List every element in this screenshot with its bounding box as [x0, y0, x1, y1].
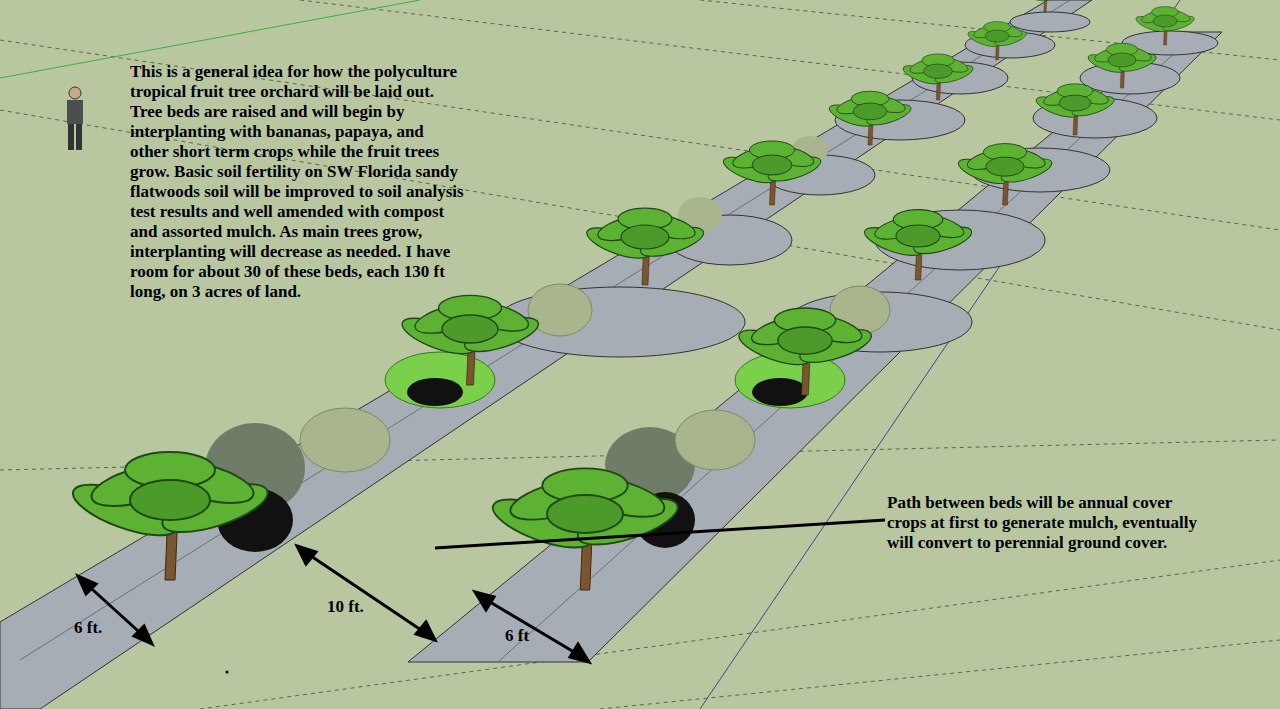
intro-note: Tree beds are raised and will begin by i… — [130, 102, 465, 302]
grid-line — [200, 560, 1280, 709]
dimension-line — [302, 550, 430, 636]
shrub — [675, 410, 755, 470]
dimension-line — [480, 596, 584, 658]
person-figure — [67, 87, 83, 150]
arrowhead — [570, 644, 589, 662]
tree — [827, 91, 913, 145]
arrowhead — [78, 576, 96, 594]
arrowhead — [134, 626, 152, 644]
mulch-ring — [1010, 12, 1090, 32]
tree — [966, 22, 1028, 60]
tree — [487, 468, 682, 590]
dot — [226, 671, 229, 674]
head — [69, 87, 81, 99]
tree — [583, 208, 706, 285]
tree — [398, 295, 542, 385]
tree — [1086, 43, 1158, 88]
grid-line — [600, 640, 1280, 709]
dimension-label: 6 ft — [505, 626, 529, 646]
tree — [1134, 7, 1196, 45]
tree — [67, 452, 273, 580]
tree — [721, 141, 824, 205]
intro-note: This is a general idea for how the polyc… — [130, 62, 465, 102]
leg — [68, 124, 74, 150]
dimension-label: 6 ft. — [74, 618, 102, 638]
tree — [901, 54, 975, 100]
tree — [861, 210, 974, 280]
arrowhead — [297, 546, 316, 564]
taro — [385, 352, 495, 408]
arrowhead — [416, 622, 435, 640]
dimension-label: 10 ft. — [327, 597, 364, 617]
arrowhead — [475, 592, 494, 610]
shrub — [407, 378, 463, 406]
shrub — [752, 378, 808, 406]
leg — [76, 124, 82, 150]
tree — [1034, 84, 1116, 135]
dimensions — [78, 520, 885, 662]
tree — [1019, 0, 1070, 12]
axis-line — [700, 0, 1180, 709]
body — [67, 100, 83, 124]
shrub — [300, 408, 390, 472]
tree — [735, 308, 875, 395]
tree — [956, 144, 1055, 205]
mulch-rings — [495, 12, 1218, 357]
grid-line — [700, 0, 1280, 60]
raised-bed — [408, 32, 1222, 662]
leader-line — [435, 520, 885, 548]
path-note: Path between beds will be annual cover c… — [887, 493, 1197, 553]
